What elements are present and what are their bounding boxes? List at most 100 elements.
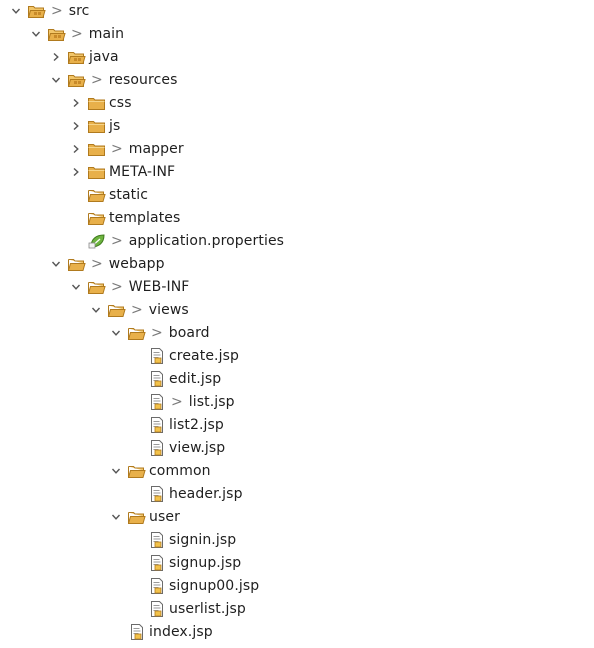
tree-item-application-properties[interactable]: > application.properties — [70, 230, 284, 253]
tree-item-header-jsp[interactable]: header.jsp — [130, 483, 243, 506]
tree-item-label: view.jsp — [169, 440, 226, 456]
jsp-file-icon — [148, 532, 166, 548]
chevron-right-icon[interactable] — [70, 165, 82, 179]
jsp-file-icon — [148, 394, 166, 410]
chevron-down-icon[interactable] — [50, 73, 62, 87]
tree-item-resources[interactable]: >resources — [50, 69, 177, 92]
tree-item-label: list.jsp — [188, 394, 235, 410]
tree-item-signin-jsp[interactable]: signin.jsp — [130, 529, 236, 552]
chevron-right-icon[interactable] — [70, 96, 82, 110]
tree-item-label: css — [109, 95, 132, 111]
dirty-marker: > — [51, 3, 63, 19]
dirty-marker: > — [171, 394, 183, 410]
tree-item-label: java — [89, 49, 119, 65]
tree-item-label: list2.jsp — [169, 417, 224, 433]
tree-item-js[interactable]: js — [70, 115, 120, 138]
tree-item-label: resources — [108, 72, 178, 88]
tree-item-board[interactable]: > board — [110, 322, 210, 345]
tree-item-label: mapper — [128, 141, 184, 157]
tree-item-view-jsp[interactable]: view.jsp — [130, 437, 225, 460]
chevron-down-icon[interactable] — [30, 27, 42, 41]
tree-item-label: main — [88, 26, 125, 42]
chevron-down-icon[interactable] — [110, 464, 122, 478]
tree-item-create-jsp[interactable]: create.jsp — [130, 345, 239, 368]
tree-item-userlist-jsp[interactable]: userlist.jsp — [130, 598, 246, 621]
dirty-marker: > — [151, 325, 163, 341]
jsp-file-icon — [148, 578, 166, 594]
tree-item-label: js — [109, 118, 121, 134]
chevron-right-icon[interactable] — [70, 142, 82, 156]
tree-item-common[interactable]: common — [110, 460, 211, 483]
tree-item-user[interactable]: user — [110, 506, 180, 529]
chevron-down-icon[interactable] — [110, 326, 122, 340]
tree-item-index-jsp[interactable]: index.jsp — [110, 621, 213, 644]
chevron-right-icon[interactable] — [70, 119, 82, 133]
package-folder-icon — [28, 3, 46, 19]
tree-item-edit-jsp[interactable]: edit.jsp — [130, 368, 221, 391]
open-folder-icon — [128, 463, 146, 479]
tree-spacer — [130, 418, 142, 432]
chevron-down-icon[interactable] — [90, 303, 102, 317]
jsp-file-icon — [148, 371, 166, 387]
tree-item-main[interactable]: > main — [30, 23, 124, 46]
dirty-marker: > — [111, 233, 123, 249]
tree-spacer — [70, 234, 82, 248]
tree-item-list-jsp[interactable]: > list.jsp — [130, 391, 235, 414]
tree-item-label: create.jsp — [169, 348, 239, 364]
chevron-down-icon[interactable] — [10, 4, 22, 18]
chevron-down-icon[interactable] — [110, 510, 122, 524]
tree-item-mapper[interactable]: >mapper — [70, 138, 184, 161]
tree-item-templates[interactable]: templates — [70, 207, 180, 230]
tree-item-label: index.jsp — [149, 624, 213, 640]
chevron-down-icon[interactable] — [70, 280, 82, 294]
tree-item-webapp[interactable]: >webapp — [50, 253, 165, 276]
tree-spacer — [130, 487, 142, 501]
tree-spacer — [130, 556, 142, 570]
dirty-marker: > — [131, 302, 143, 318]
tree-item-label: templates — [109, 210, 181, 226]
chevron-down-icon[interactable] — [50, 257, 62, 271]
tree-item-signup00-jsp[interactable]: signup00.jsp — [130, 575, 259, 598]
tree-spacer — [130, 579, 142, 593]
dirty-marker: > — [71, 26, 83, 42]
tree-item-src[interactable]: > src — [10, 0, 89, 23]
open-folder-icon — [88, 187, 106, 203]
tree-item-label: signup00.jsp — [169, 578, 260, 594]
tree-item-label: edit.jsp — [169, 371, 222, 387]
jsp-file-icon — [148, 555, 166, 571]
tree-item-java[interactable]: java — [50, 46, 119, 69]
tree-item-label: src — [68, 3, 90, 19]
tree-item-label: views — [148, 302, 189, 318]
package-folder-icon — [68, 49, 86, 65]
tree-item-label: application.properties — [128, 233, 285, 249]
tree-spacer — [130, 441, 142, 455]
tree-item-static[interactable]: static — [70, 184, 148, 207]
folder-icon — [88, 164, 106, 180]
tree-item-label: META-INF — [109, 164, 176, 180]
tree-spacer — [130, 395, 142, 409]
jsp-file-icon — [128, 624, 146, 640]
tree-item-label: common — [149, 463, 211, 479]
tree-item-views[interactable]: > views — [90, 299, 189, 322]
tree-item-signup-jsp[interactable]: signup.jsp — [130, 552, 241, 575]
chevron-right-icon[interactable] — [50, 50, 62, 64]
dirty-marker: > — [111, 279, 123, 295]
open-folder-icon — [128, 325, 146, 341]
jsp-file-icon — [148, 348, 166, 364]
folder-icon — [88, 95, 106, 111]
tree-item-label: webapp — [108, 256, 165, 272]
open-folder-icon — [88, 210, 106, 226]
tree-item-list2-jsp[interactable]: list2.jsp — [130, 414, 224, 437]
jsp-file-icon — [148, 417, 166, 433]
package-folder-icon — [48, 26, 66, 42]
spring-properties-icon — [88, 233, 106, 249]
tree-item-label: board — [168, 325, 210, 341]
tree-item-meta-inf[interactable]: META-INF — [70, 161, 175, 184]
tree-item-css[interactable]: css — [70, 92, 132, 115]
tree-item-web-inf[interactable]: >WEB-INF — [70, 276, 189, 299]
open-folder-icon — [108, 302, 126, 318]
tree-item-label: static — [109, 187, 149, 203]
tree-spacer — [110, 625, 122, 639]
jsp-file-icon — [148, 440, 166, 456]
